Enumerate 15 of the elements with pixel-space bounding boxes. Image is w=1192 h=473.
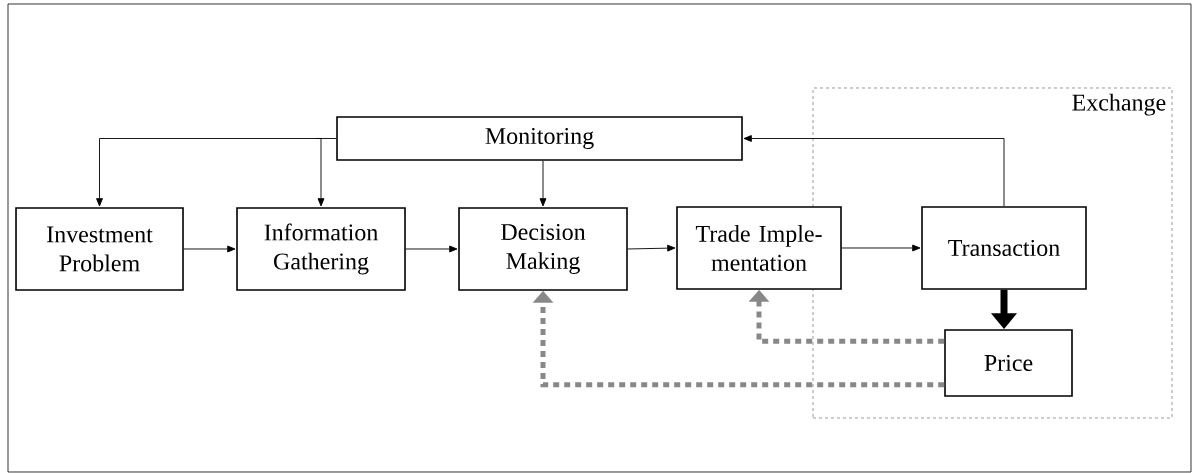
arrow — [627, 244, 676, 252]
process-box: Information Gathering — [236, 207, 406, 291]
arrow — [183, 245, 236, 253]
arrow — [841, 244, 921, 252]
arrow — [743, 135, 1005, 207]
process-box: Transaction — [921, 206, 1087, 290]
arrow — [96, 138, 337, 207]
arrow — [315, 138, 325, 207]
process-box: Trade Imple- mentation — [676, 206, 842, 290]
process-box: Investment Problem — [15, 207, 184, 291]
process-box: Price — [944, 329, 1073, 397]
process-box: Monitoring — [336, 116, 743, 161]
process-box: Decision Making — [458, 207, 628, 291]
arrow — [539, 160, 547, 207]
arrow — [405, 245, 458, 253]
